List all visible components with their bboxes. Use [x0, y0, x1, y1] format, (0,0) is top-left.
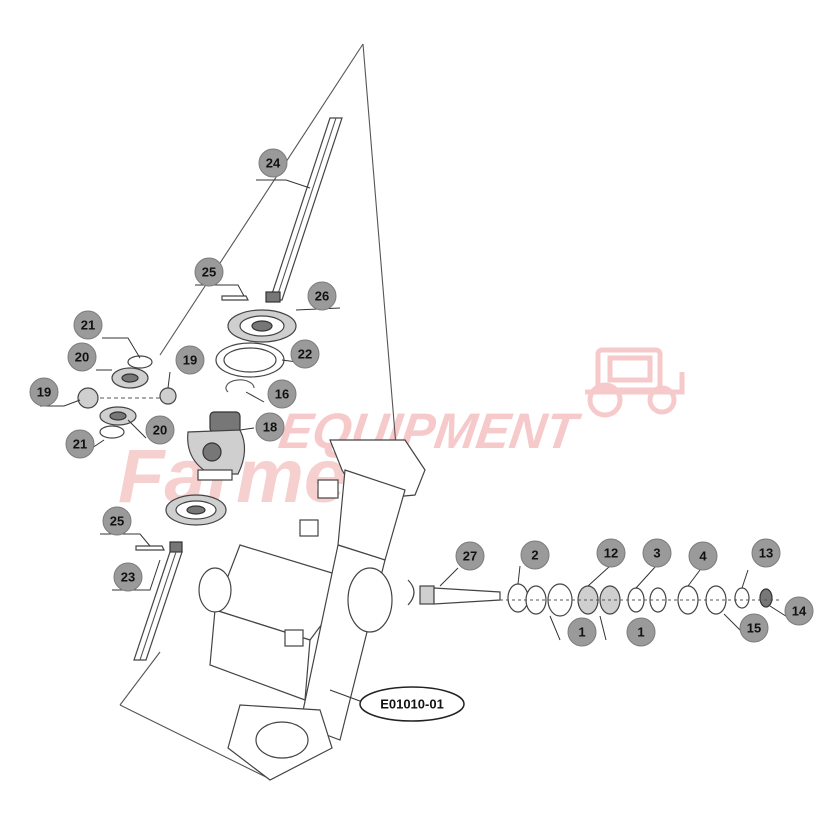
svg-text:14: 14 — [792, 604, 807, 619]
svg-text:18: 18 — [263, 420, 277, 435]
part-callouts: 24 25 26 21 20 19 22 19 16 18 21 20 25 2… — [29, 148, 814, 647]
callout-19-left[interactable]: 19 — [29, 377, 59, 407]
callout-25-bottom[interactable]: 25 — [102, 506, 132, 536]
callout-24[interactable]: 24 — [258, 148, 288, 178]
upper-key — [221, 295, 249, 301]
assembly-frame-lines — [119, 43, 401, 779]
svg-text:24: 24 — [266, 156, 281, 171]
right-seal-ring-set — [500, 583, 780, 617]
lower-bearing — [165, 494, 227, 526]
callout-21-top[interactable]: 21 — [73, 310, 103, 340]
callout-23[interactable]: 23 — [113, 562, 143, 592]
callout-20-top[interactable]: 20 — [67, 342, 97, 372]
callout-21-bottom[interactable]: 21 — [65, 429, 95, 459]
callout-4[interactable]: 4 — [688, 541, 718, 571]
differential-gear-housing — [187, 411, 246, 481]
callout-27[interactable]: 27 — [455, 541, 485, 571]
lower-side-gear-set — [99, 406, 137, 439]
lower-shaft — [133, 541, 183, 661]
svg-text:1: 1 — [578, 625, 585, 640]
callout-19-right[interactable]: 19 — [175, 345, 205, 375]
callout-22[interactable]: 22 — [290, 339, 320, 369]
svg-text:21: 21 — [73, 437, 87, 452]
callout-25-top[interactable]: 25 — [194, 257, 224, 287]
upper-shaft — [265, 117, 343, 303]
svg-text:26: 26 — [315, 289, 329, 304]
callout-15[interactable]: 15 — [739, 613, 769, 643]
svg-text:3: 3 — [653, 546, 660, 561]
svg-text:12: 12 — [604, 546, 618, 561]
svg-text:27: 27 — [463, 549, 477, 564]
svg-text:21: 21 — [81, 318, 95, 333]
input-shaft — [407, 579, 501, 606]
svg-text:22: 22 — [298, 347, 312, 362]
svg-text:4: 4 — [699, 549, 707, 564]
svg-text:19: 19 — [37, 385, 51, 400]
callout-3[interactable]: 3 — [642, 538, 672, 568]
upper-bearing — [227, 309, 297, 343]
svg-text:19: 19 — [183, 353, 197, 368]
svg-text:23: 23 — [121, 570, 135, 585]
gearbox-housing — [198, 439, 426, 781]
callout-20-bottom[interactable]: 20 — [145, 415, 175, 445]
ring-seal — [215, 342, 285, 378]
circlip — [225, 379, 255, 393]
assembly-code-label[interactable]: E01010-01 — [359, 686, 465, 722]
lower-key — [135, 545, 165, 551]
svg-text:1: 1 — [637, 625, 644, 640]
callout-14[interactable]: 14 — [784, 596, 814, 626]
assembly-code-text: E01010-01 — [380, 697, 444, 712]
callout-26[interactable]: 26 — [307, 281, 337, 311]
callout-13[interactable]: 13 — [751, 538, 781, 568]
svg-text:25: 25 — [202, 265, 216, 280]
callout-18[interactable]: 18 — [255, 412, 285, 442]
callout-12[interactable]: 12 — [596, 538, 626, 568]
upper-side-gear-set — [77, 355, 177, 409]
callout-16[interactable]: 16 — [267, 379, 297, 409]
svg-text:2: 2 — [531, 548, 538, 563]
svg-text:16: 16 — [275, 387, 289, 402]
svg-text:25: 25 — [110, 514, 124, 529]
svg-text:15: 15 — [747, 621, 761, 636]
callout-2[interactable]: 2 — [520, 540, 550, 570]
callout-1-right[interactable]: 1 — [626, 617, 656, 647]
svg-text:20: 20 — [153, 423, 167, 438]
callout-1-left[interactable]: 1 — [567, 617, 597, 647]
tractor-icon — [585, 347, 685, 418]
svg-text:13: 13 — [759, 546, 773, 561]
svg-text:20: 20 — [75, 350, 89, 365]
watermark-equipment: EQUIPMENT — [275, 403, 584, 459]
